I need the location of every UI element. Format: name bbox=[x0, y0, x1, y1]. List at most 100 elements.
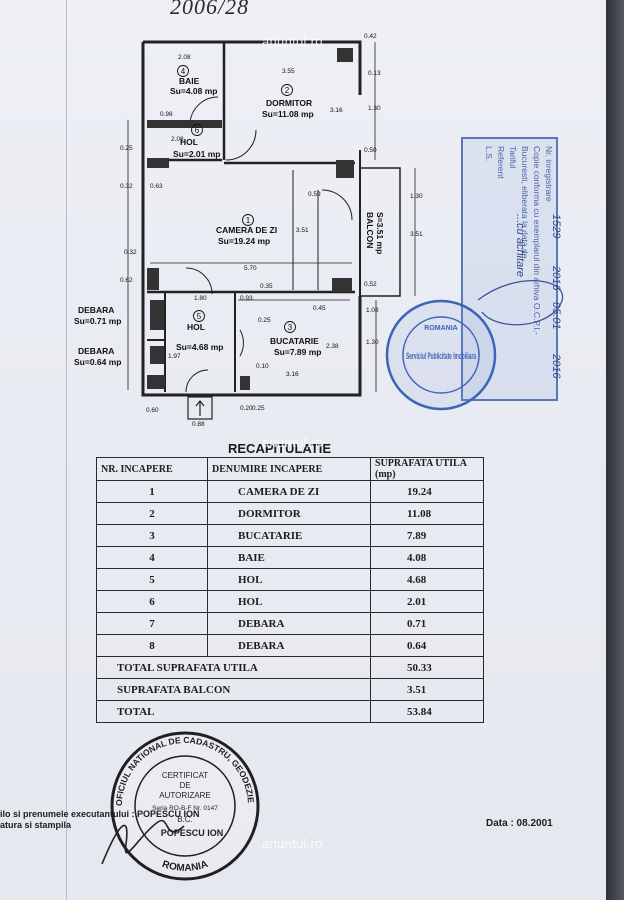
room-bucatarie-area: Su=7.89 mp bbox=[274, 347, 321, 357]
document-date: Data : 08.2001 bbox=[486, 818, 553, 829]
cell-nr: 3 bbox=[96, 524, 208, 547]
recap-table: NR. INCAPERE DENUMIRE INCAPERE SUPRAFATA… bbox=[96, 457, 484, 723]
dim: 2.08 bbox=[171, 136, 184, 143]
dim: 0.62 bbox=[120, 277, 133, 284]
room-hol6-name: HOL bbox=[180, 137, 198, 147]
cell-area: 19.24 bbox=[370, 480, 484, 503]
ocpi-round-stamp: ROMANIA Serviciul Publicitate Imobiliara bbox=[385, 299, 497, 411]
dim: 0.32 bbox=[124, 249, 137, 256]
cell-area: 4.68 bbox=[370, 568, 484, 591]
ocpi-copy-stamp: Nr. inregistrare Copie conforma cu exemp… bbox=[461, 137, 563, 401]
cell-nr: 5 bbox=[96, 568, 208, 591]
round-stamp-top: ROMANIA bbox=[424, 325, 457, 332]
balcon-value: 3.51 bbox=[370, 678, 484, 701]
room-dormitor-name: DORMITOR bbox=[266, 98, 312, 108]
room-camera-name: CAMERA DE ZI bbox=[216, 225, 277, 235]
dim: 0.60 bbox=[146, 407, 159, 414]
header-area: SUPRAFATA UTILA (mp) bbox=[370, 457, 484, 481]
stamp-line: Referent bbox=[496, 146, 506, 179]
room-baie-area: Su=4.08 mp bbox=[170, 86, 217, 96]
total-value: 53.84 bbox=[370, 700, 484, 723]
dim: 0.88 bbox=[192, 421, 205, 428]
total-util-value: 50.33 bbox=[370, 656, 484, 679]
room-debara8-name: DEBARA bbox=[78, 346, 114, 356]
cell-name: HOL bbox=[207, 590, 371, 613]
seal-series: Seria RO-B-F Nr. 0147 bbox=[152, 805, 218, 812]
stamp-hand-value: 2016 bbox=[550, 353, 562, 379]
signature-line: atura si stampila bbox=[0, 820, 72, 830]
room-dormitor-num: 2 bbox=[285, 86, 290, 95]
cell-nr: 8 bbox=[96, 634, 208, 657]
dim: 0.25 bbox=[120, 145, 133, 152]
document-page bbox=[0, 0, 606, 900]
page-edge-shadow bbox=[606, 0, 624, 900]
balcon-label: SUPRAFATA BALCON bbox=[96, 678, 371, 701]
recap-title: RECAPITULATIE bbox=[228, 441, 332, 456]
dim: 0.25 bbox=[258, 317, 271, 324]
seal-bottom-text: ROMANIA bbox=[161, 859, 210, 874]
room-hol6-num: 6 bbox=[195, 126, 200, 135]
watermark: anuntul.ro bbox=[262, 34, 323, 49]
dim: 1.30 bbox=[366, 339, 379, 346]
room-baie-num: 4 bbox=[181, 67, 186, 76]
room-hol6-area: Su=2.01 mp bbox=[173, 149, 220, 159]
dim: 3.16 bbox=[330, 107, 343, 114]
seal-inner-line: DE bbox=[179, 781, 190, 790]
room-balcon-area: S=3.51 mp bbox=[375, 212, 385, 254]
seal-inner-line: CERTIFICAT bbox=[162, 771, 208, 780]
round-stamp-text: Serviciul Publicitate Imobiliara bbox=[406, 351, 476, 362]
executant-line: ilo si prenumele executantului : POPESCU… bbox=[0, 809, 200, 819]
cell-nr: 6 bbox=[96, 590, 208, 613]
stamp-line: Bucuresti, eliberata la data de bbox=[520, 146, 530, 259]
cadastre-seal: OFICIUL NATIONAL DE CADASTRU, GEODEZIE S… bbox=[100, 724, 260, 881]
executant-note: ilo si prenumele executantului : POPESCU… bbox=[0, 809, 200, 831]
room-hol5-num: 5 bbox=[197, 312, 202, 321]
dim: 0.42 bbox=[364, 33, 377, 40]
total-label: TOTAL bbox=[96, 700, 371, 723]
dim: 3.51 bbox=[296, 227, 309, 234]
cell-area: 11.08 bbox=[370, 502, 484, 525]
dim: 0.98 bbox=[160, 111, 173, 118]
room-hol5-area: Su=4.68 mp bbox=[176, 342, 223, 352]
dim: 0.32 bbox=[120, 183, 133, 190]
stamp-line: Nr. inregistrare bbox=[544, 146, 554, 202]
dim: 1.30 bbox=[368, 105, 381, 112]
dim: 0.25 bbox=[252, 405, 265, 412]
stamp-hand-value: ...cu achitare bbox=[514, 214, 526, 277]
recap-header-row: NR. INCAPERE DENUMIRE INCAPERE SUPRAFATA… bbox=[96, 457, 484, 481]
dim: 0.93 bbox=[240, 295, 253, 302]
dim: 1.97 bbox=[168, 353, 181, 360]
seal-name: POPESCU ION bbox=[161, 828, 224, 838]
dim: 1.80 bbox=[194, 295, 207, 302]
room-camera-num: 1 bbox=[246, 216, 251, 225]
signature bbox=[101, 819, 185, 865]
margin-line bbox=[66, 0, 67, 900]
dim: 0.10 bbox=[256, 363, 269, 370]
cell-name: DORMITOR bbox=[207, 502, 371, 525]
room-bucatarie-name: BUCATARIE bbox=[270, 336, 319, 346]
cell-area: 7.89 bbox=[370, 524, 484, 547]
dim: 0.59 bbox=[308, 191, 321, 198]
svg-text:ROMANIA: ROMANIA bbox=[161, 859, 210, 874]
room-debara7-area: Su=0.71 mp bbox=[74, 316, 121, 326]
stamp-hand-value: 05.01 bbox=[550, 302, 562, 330]
watermark: anuntul.ro bbox=[262, 435, 323, 450]
cell-name: BUCATARIE bbox=[207, 524, 371, 547]
cell-nr: 4 bbox=[96, 546, 208, 569]
dim: 3.51 bbox=[410, 231, 423, 238]
room-bucatarie-num: 3 bbox=[288, 323, 293, 332]
handwritten-reference: 2006/28 bbox=[170, 0, 250, 19]
dim: 0.52 bbox=[364, 281, 377, 288]
dim: 3.16 bbox=[286, 371, 299, 378]
dim: 1.08 bbox=[366, 307, 379, 314]
seal-class: B.C. bbox=[177, 815, 193, 824]
room-dormitor-area: Su=11.08 mp bbox=[262, 109, 314, 119]
dim: 0.20 bbox=[240, 405, 253, 412]
